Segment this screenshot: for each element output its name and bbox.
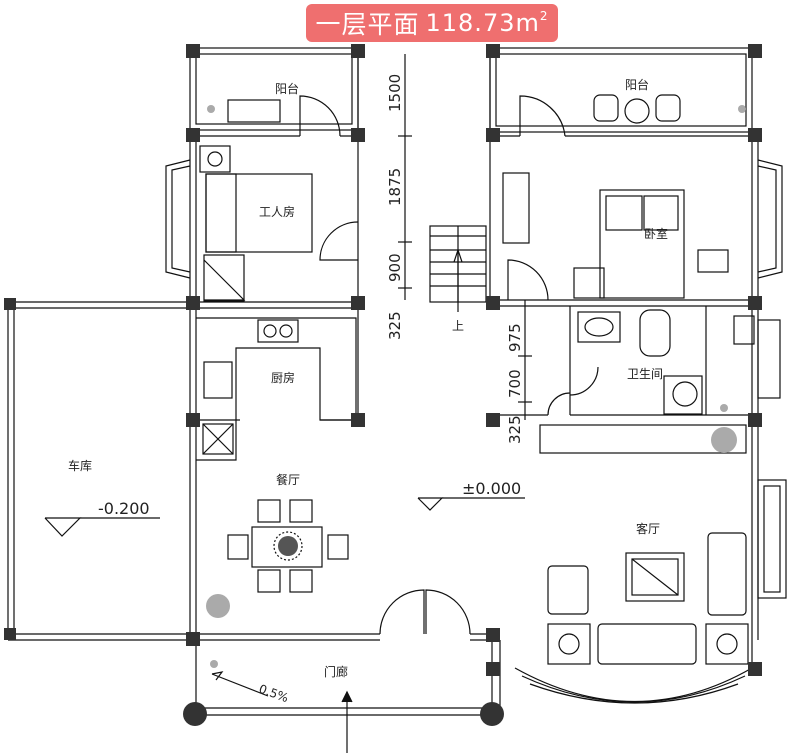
label-living: 客厅	[636, 521, 660, 536]
level-floor: ±0.000	[462, 479, 521, 498]
label-bathroom: 卫生间	[627, 367, 663, 381]
level-markers	[44, 497, 525, 537]
interior-walls	[196, 135, 752, 421]
dimension-line	[398, 54, 532, 420]
doors	[299, 95, 599, 635]
living-furniture	[539, 424, 749, 665]
label-dining: 餐厅	[276, 472, 300, 487]
dim-900: 900	[386, 253, 404, 282]
master-bed	[502, 172, 729, 299]
dim-325-a: 325	[386, 311, 404, 340]
structural-columns	[4, 44, 762, 726]
label-balcony-left: 阳台	[275, 81, 299, 96]
level-garage: -0.200	[98, 499, 150, 518]
label-porch: 门廊	[324, 664, 348, 679]
floor-title-badge: 一层平面 118.73m2	[306, 4, 558, 42]
dining-set	[227, 499, 349, 593]
dim-1500: 1500	[386, 74, 404, 112]
slope-arrow	[211, 673, 269, 697]
label-kitchen: 厨房	[271, 370, 295, 385]
dim-700: 700	[506, 369, 524, 398]
slope-label: 0.5%	[257, 682, 290, 706]
dim-325-b: 325	[506, 415, 524, 444]
floor-area: 118.73m2	[425, 9, 549, 37]
kitchen-counter	[196, 317, 357, 461]
servant-bed	[199, 145, 313, 302]
stair-up-label: 上	[452, 319, 464, 333]
dim-975: 975	[506, 323, 524, 352]
label-balcony-right: 阳台	[625, 77, 649, 92]
plants	[206, 105, 746, 668]
garage-outline	[7, 301, 190, 641]
balcony-furniture	[227, 94, 681, 124]
bay-windows	[165, 159, 787, 599]
front-bay-curve	[514, 667, 753, 702]
dim-1875: 1875	[386, 168, 404, 206]
label-servant-room: 工人房	[259, 204, 295, 219]
label-bedroom: 卧室	[644, 226, 668, 241]
label-garage: 车库	[68, 458, 92, 473]
floor-name: 一层平面	[315, 10, 420, 39]
bathroom-fixtures	[577, 309, 755, 415]
